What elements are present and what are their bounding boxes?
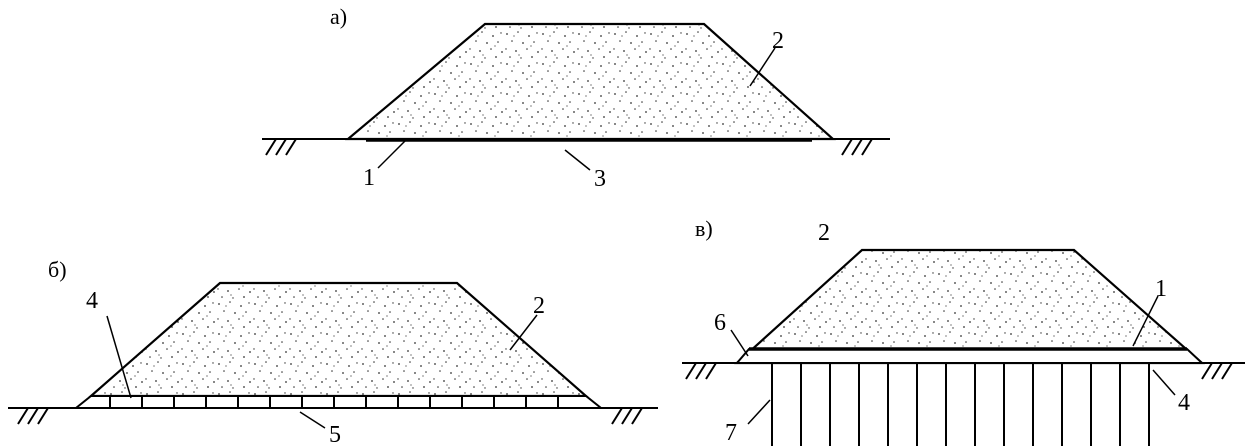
geocell-mattress [73,395,604,409]
leader-4 [106,315,132,399]
ground-hatch-right [1201,362,1233,380]
panel-v-label: в) [695,216,713,241]
callout-2: 2 [772,28,784,54]
panel-b: б) [8,257,658,446]
ground-hatch-left [685,362,717,380]
callout-3: 3 [594,166,606,192]
callout-1: 1 [1155,276,1167,302]
leader-5 [299,411,326,429]
leader-2 [749,47,776,87]
leader-7 [747,399,771,425]
callout-1: 1 [363,165,375,191]
callout-5: 5 [329,422,341,446]
callout-2: 2 [533,293,545,319]
leader-6 [730,329,749,357]
embankment-body [88,281,589,398]
panel-a: а) 2 1 3 [262,4,890,192]
callout-4: 4 [1178,390,1190,416]
leader-1 [1132,295,1159,347]
leader-4 [1152,369,1176,396]
embankment-body [344,22,836,141]
leader-3 [564,149,591,171]
callout-6: 6 [714,310,726,336]
pile-field [771,363,1150,446]
leader-1 [377,140,406,169]
panel-b-label: б) [48,257,67,282]
embankment-body [734,248,1205,365]
ground-hatch-right [611,407,643,425]
ground-hatch-left [265,138,297,156]
panel-a-label: а) [330,4,347,29]
callout-2: 2 [818,220,830,246]
panel-v: в) [682,216,1245,446]
ground-hatch-left [17,407,49,425]
leader-2 [509,314,538,351]
load-transfer-platform [734,348,1205,364]
ground-hatch-right [841,138,873,156]
callout-4: 4 [86,288,98,314]
callout-7: 7 [725,420,737,446]
